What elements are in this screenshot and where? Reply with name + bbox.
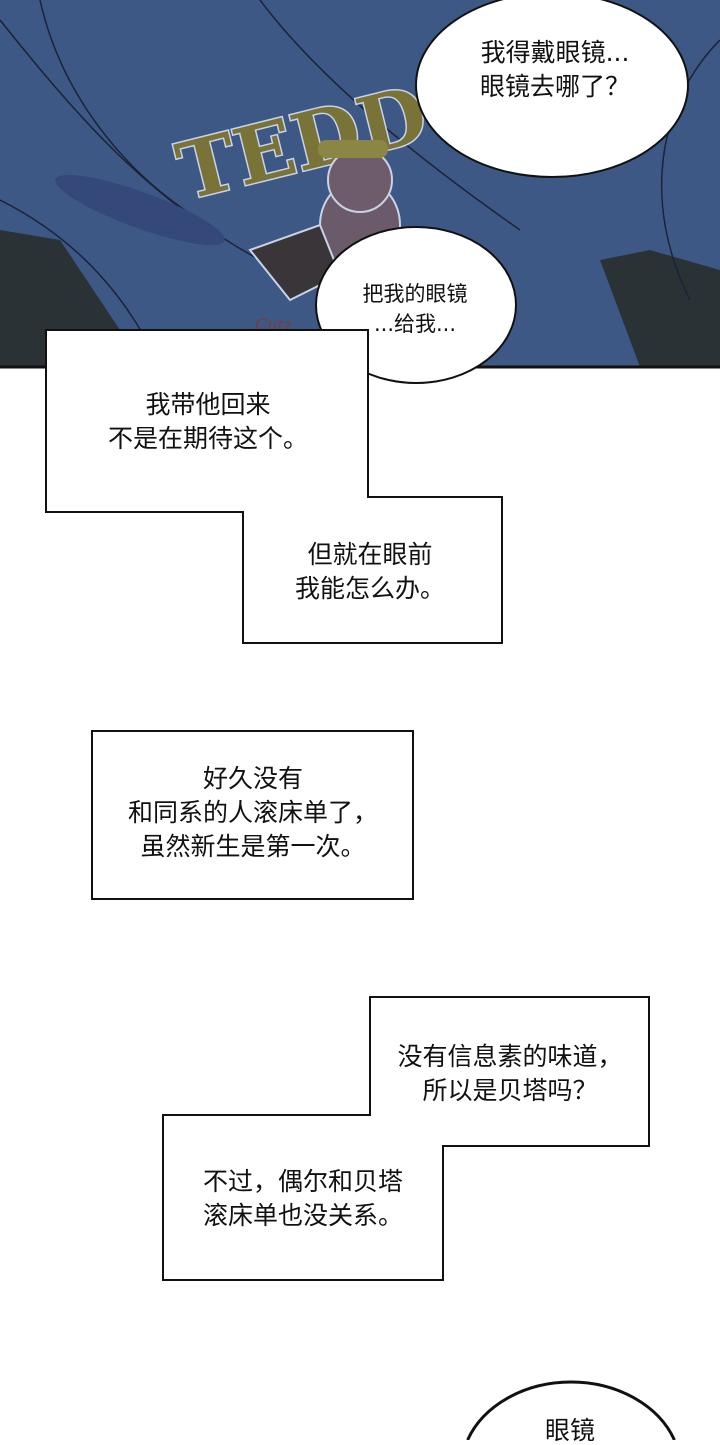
- speech-bubble-bottom: [466, 1380, 676, 1440]
- narration-1-text: 我带他回来 不是在期待这个。: [60, 388, 356, 456]
- bubble-2-text: 把我的眼镜 ...给我...: [330, 279, 500, 339]
- narration-box-1-2: [45, 329, 503, 644]
- narration-line: 好久没有: [202, 764, 303, 793]
- bubble-1-text: 我得戴眼镜... 眼镜去哪了？: [440, 36, 670, 104]
- bubble-line: ...给我...: [373, 312, 457, 336]
- speech-bubble-1: [415, 0, 689, 178]
- bubble-line: 我得戴眼镜...: [480, 38, 630, 67]
- narration-line: 但就在眼前: [307, 540, 433, 569]
- narration-line: 不是在期待这个。: [107, 424, 308, 453]
- narration-4-text: 没有信息素的味道， 所以是贝塔吗？: [376, 1040, 644, 1108]
- narration-line: 没有信息素的味道，: [397, 1042, 623, 1071]
- bubble-line: 把我的眼镜: [362, 282, 468, 306]
- narration-box-3: [91, 730, 414, 900]
- narration-line: 我能怎么办。: [294, 574, 445, 603]
- narration-3-text: 好久没有 和同系的人滚床单了， 虽然新生是第一次。: [96, 762, 410, 864]
- bubble-line: 眼镜去哪了？: [479, 72, 630, 101]
- narration-line: 所以是贝塔吗？: [422, 1076, 598, 1105]
- narration-line: 我带他回来: [145, 390, 271, 419]
- narration-5-text: 不过，偶尔和贝塔 滚床单也没关系。: [168, 1165, 438, 1233]
- narration-box-4-5: [162, 996, 650, 1281]
- narration-line: 和同系的人滚床单了，: [127, 798, 378, 827]
- narration-line: 不过，偶尔和贝塔: [202, 1167, 403, 1196]
- narration-2-text: 但就在眼前 我能怎么办。: [250, 538, 490, 606]
- teddy-bear-illustration: [248, 140, 401, 302]
- narration-line: 虽然新生是第一次。: [140, 832, 366, 861]
- bottom-bubble-text: 眼镜: [490, 1416, 650, 1445]
- narration-line: 滚床单也没关系。: [202, 1201, 403, 1230]
- bubble-line: 眼镜: [544, 1416, 595, 1445]
